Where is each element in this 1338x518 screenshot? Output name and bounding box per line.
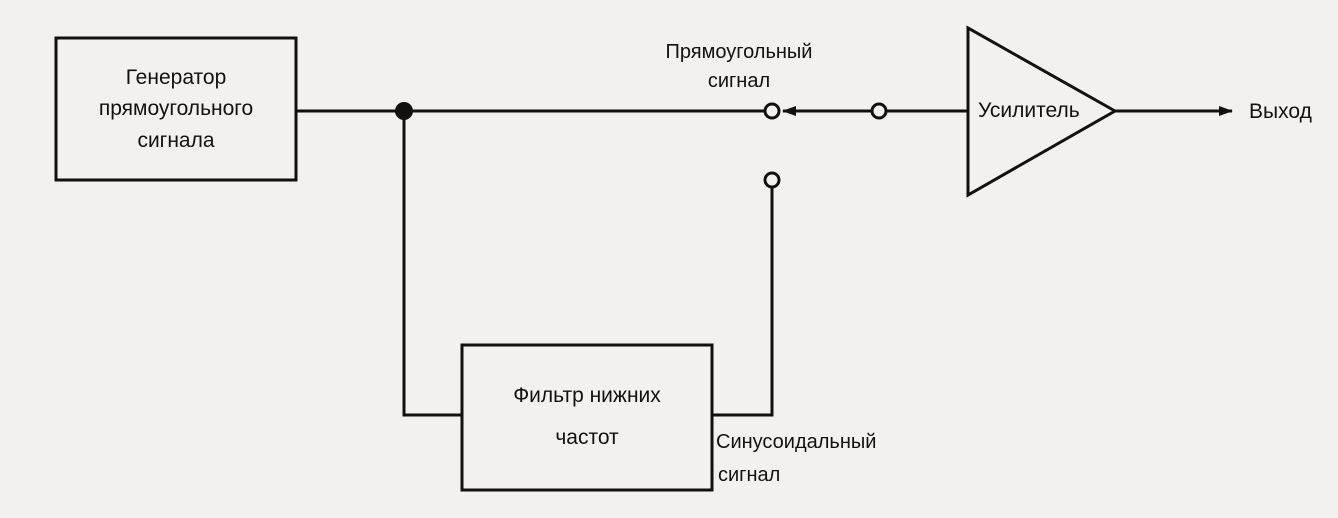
- generator-line-2: прямоугольного: [98, 97, 254, 121]
- generator-label: Генератор прямоугольного сигнала: [58, 40, 294, 178]
- generator-block: [54, 36, 298, 182]
- switch-contact-sine: [763, 171, 781, 189]
- switch-contact-square: [763, 102, 781, 120]
- filter-line-2: частот: [555, 426, 619, 449]
- square-signal-line-1: Прямоугольный: [665, 41, 813, 63]
- amplifier-label: Усилитель: [978, 99, 1080, 122]
- wire-filter-to-switch: [712, 187, 774, 417]
- sine-signal-label: Синусоидальный сигнал: [716, 426, 876, 492]
- sine-signal-line-2: сигнал: [718, 464, 781, 486]
- square-signal-label: Прямоугольный сигнал: [644, 38, 834, 96]
- filter-line-1: Фильтр нижних: [513, 384, 661, 407]
- filter-block: [460, 343, 714, 492]
- sine-signal-line-1: Синусоидальный: [716, 431, 877, 453]
- filter-label: Фильтр нижних частот: [464, 362, 710, 472]
- wire-branch-to-filter: [402, 111, 462, 417]
- generator-line-3: сигнала: [137, 128, 215, 152]
- generator-line-1: Генератор: [125, 65, 227, 89]
- square-signal-line-2: сигнал: [707, 70, 771, 92]
- switch-contact-common: [870, 102, 888, 120]
- output-label: Выход: [1249, 100, 1312, 123]
- junction-dot: [395, 102, 413, 120]
